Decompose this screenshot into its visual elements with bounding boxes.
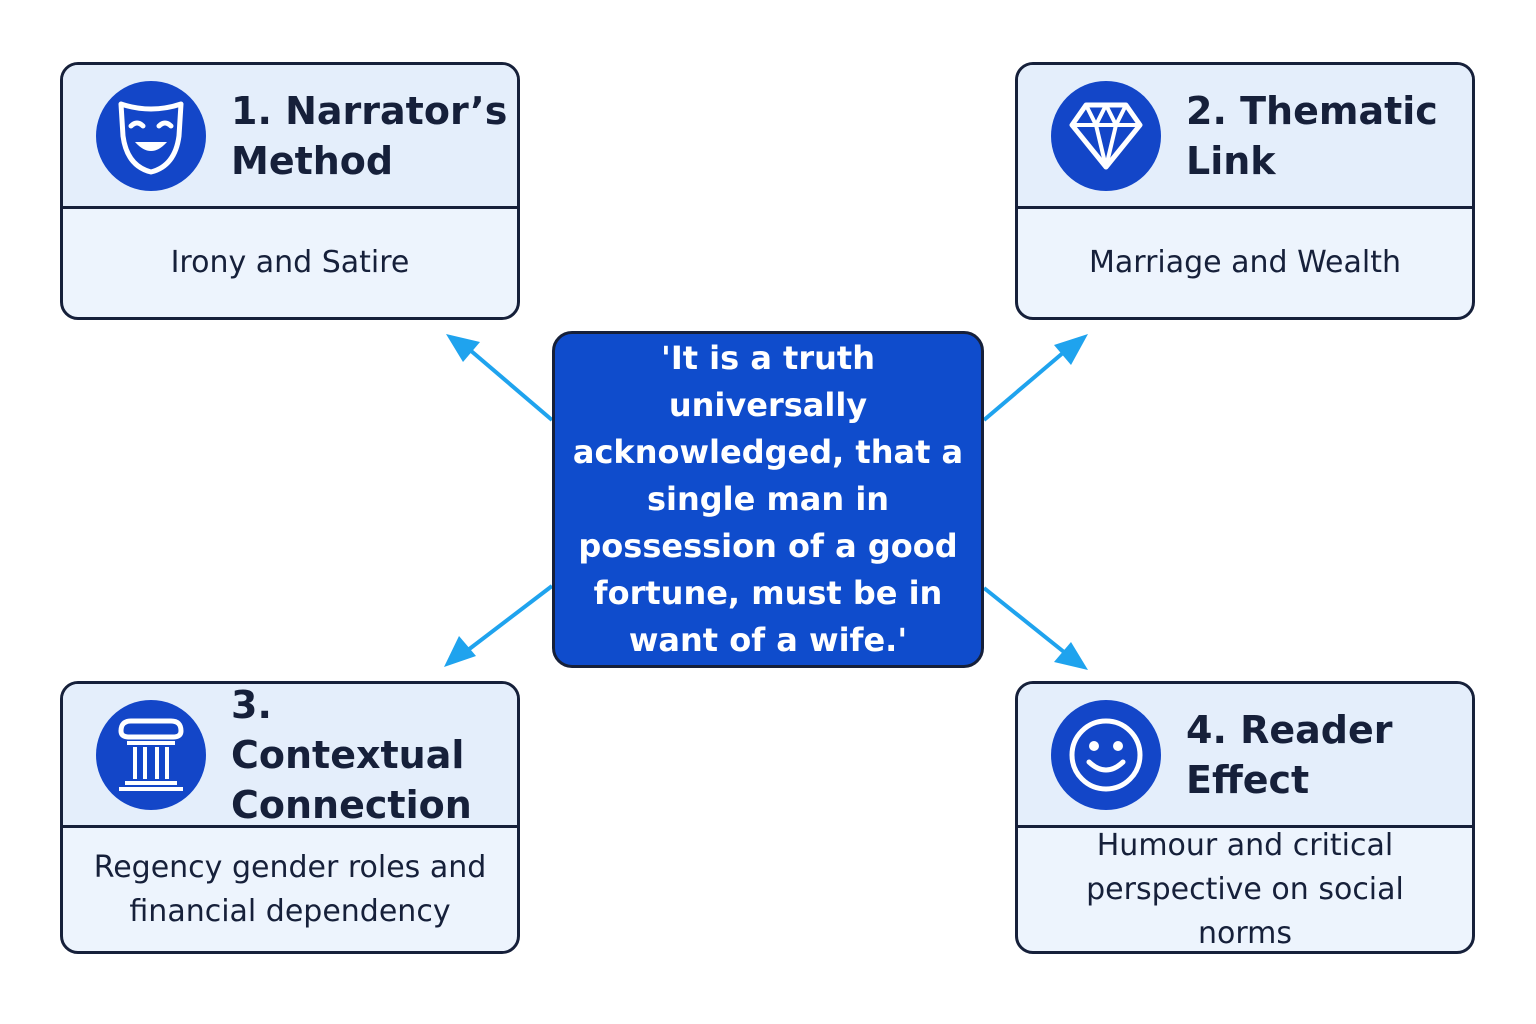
card-contextual-connection: 3. Contextual Connection Regency gender … (60, 681, 520, 954)
diamond-icon (1051, 80, 1161, 191)
card-narrators-method: 1. Narrator’s Method Irony and Satire (60, 62, 520, 320)
card-title: 4. Reader Effect (1186, 707, 1393, 802)
card-title: 2. Thematic Link (1186, 88, 1438, 183)
card-title: 3. Contextual Connection (231, 682, 472, 827)
card-title: 1. Narrator’s Method (231, 88, 508, 183)
card-reader-effect: 4. Reader Effect Humour and critical per… (1015, 681, 1475, 954)
card-body: Irony and Satire (170, 245, 410, 280)
arrow-to-card-2 (982, 334, 1088, 422)
card-header: 3. Contextual Connection (63, 684, 517, 828)
card-header: 1. Narrator’s Method (63, 65, 517, 209)
arrow-to-card-3 (444, 584, 554, 667)
card-thematic-link: 2. Thematic Link Marriage and Wealth (1015, 62, 1475, 320)
arrow-to-card-4 (982, 586, 1088, 670)
theatre-mask-icon (96, 80, 206, 191)
card-header: 2. Thematic Link (1018, 65, 1472, 209)
card-body: Marriage and Wealth (1089, 245, 1401, 280)
column-pillar-icon (96, 699, 206, 810)
arrow-to-card-1 (446, 334, 554, 422)
central-quote-text: 'It is a truth universally acknowledged,… (572, 339, 964, 659)
smiley-face-icon (1051, 699, 1161, 810)
card-header: 4. Reader Effect (1018, 684, 1472, 828)
card-body: Humour and critical perspective on socia… (1086, 827, 1404, 951)
central-quote-box: 'It is a truth universally acknowledged,… (552, 331, 984, 668)
card-body: Regency gender roles and financial depen… (93, 849, 487, 929)
